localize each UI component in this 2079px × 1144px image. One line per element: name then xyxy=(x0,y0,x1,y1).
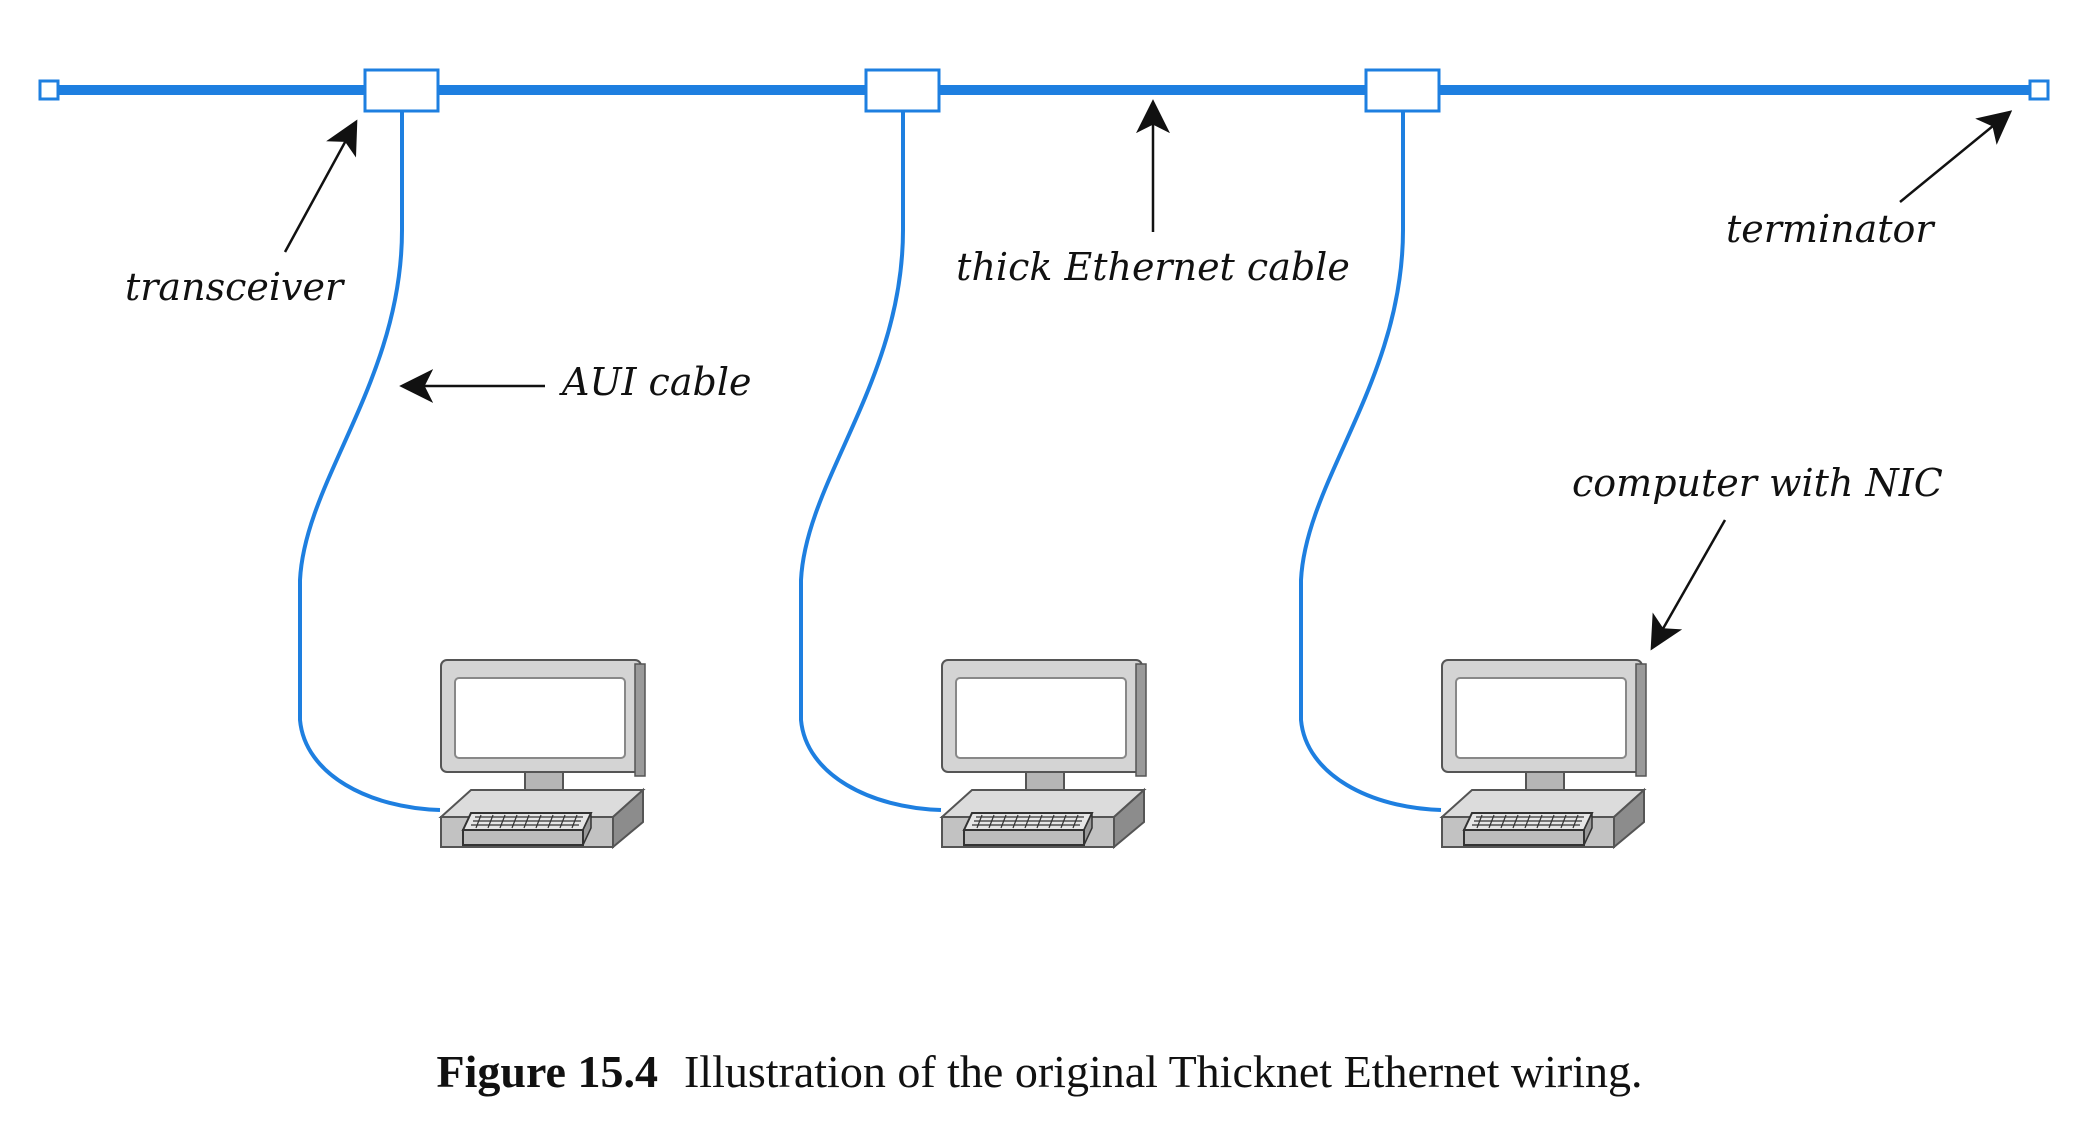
figure-caption: Figure 15.4 Illustration of the original … xyxy=(0,1045,2079,1098)
arrow-icon-terminator xyxy=(1899,110,2013,203)
caption-number: Figure 15.4 xyxy=(436,1046,658,1097)
aui-cable-1 xyxy=(298,110,441,812)
aui-cables xyxy=(298,110,1442,812)
transceivers xyxy=(363,68,1441,113)
label-aui-cable: AUI cable xyxy=(559,360,751,404)
label-thick-cable: thick Ethernet cable xyxy=(956,245,1350,289)
arrow-icon-computer xyxy=(1650,519,1727,651)
computer-icon-1 xyxy=(440,659,646,848)
annotation-arrows xyxy=(283,99,2013,651)
terminator-icon-right xyxy=(2028,79,2050,101)
arrow-icon-transceiver xyxy=(283,119,358,253)
computer-icon-2 xyxy=(941,659,1147,848)
aui-cable-2 xyxy=(799,110,942,812)
caption-text: Illustration of the original Thicknet Et… xyxy=(683,1046,1643,1097)
transceiver-icon-2 xyxy=(864,68,941,113)
label-transceiver: transceiver xyxy=(125,265,346,309)
transceiver-icon-1 xyxy=(363,68,440,113)
terminator-icon-left xyxy=(38,79,60,101)
label-computer: computer with NIC xyxy=(1572,461,1943,505)
computer-icon-3 xyxy=(1441,659,1647,848)
aui-cable-3 xyxy=(1299,110,1442,812)
label-terminator: terminator xyxy=(1726,207,1936,251)
transceiver-icon-3 xyxy=(1364,68,1441,113)
